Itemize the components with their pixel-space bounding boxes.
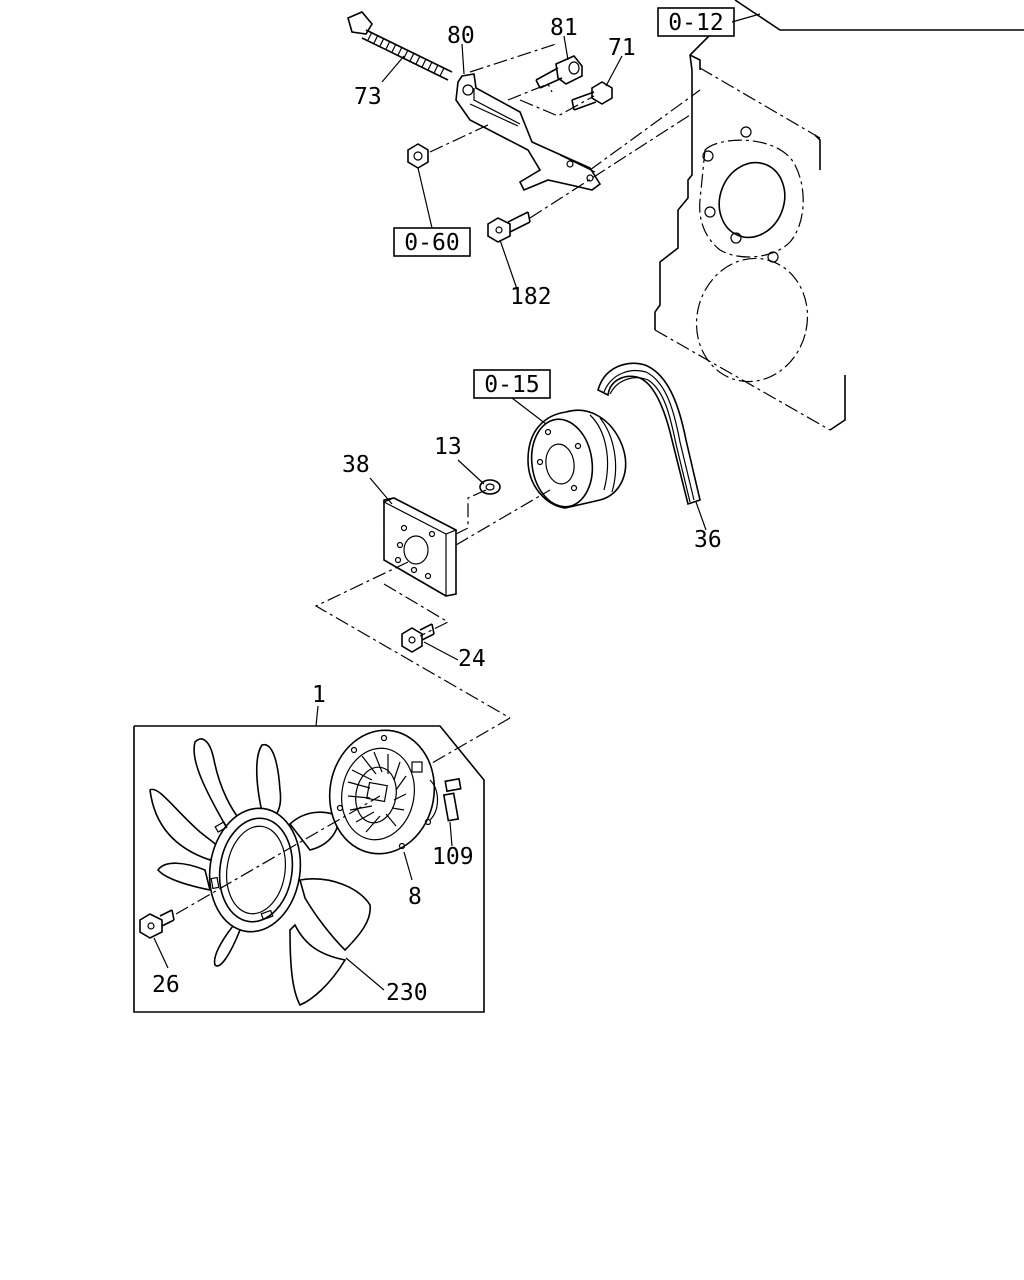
bolt-81 (535, 55, 583, 89)
callout-38: 38 (342, 452, 370, 478)
ref-label-0-60: 0-60 (404, 230, 459, 256)
pulley-0-15 (527, 409, 627, 509)
callout-13: 13 (434, 434, 462, 460)
callout-230: 230 (386, 980, 428, 1006)
callout-71: 71 (608, 35, 636, 61)
bolt-24 (401, 623, 435, 653)
callout-73: 73 (354, 84, 382, 110)
bolt-26 (139, 909, 175, 939)
stud-109 (442, 777, 462, 822)
pulley-assembly (314, 362, 701, 719)
v-belt-36 (597, 362, 701, 506)
fan-assembly-box (133, 717, 511, 1013)
callout-81: 81 (550, 15, 578, 41)
callout-8: 8 (408, 884, 422, 910)
fan-clutch-8 (328, 729, 439, 855)
callout-36: 36 (694, 527, 722, 553)
ref-box-0-12[interactable]: 0-12 (657, 7, 735, 37)
callout-24: 24 (458, 646, 486, 672)
ref-box-0-15[interactable]: 0-15 (473, 369, 551, 399)
callout-26: 26 (152, 972, 180, 998)
callout-109: 109 (432, 844, 474, 870)
nut-0-60 (407, 143, 429, 169)
callout-1: 1 (312, 682, 326, 708)
long-bolt-73 (347, 11, 453, 81)
callout-182: 182 (510, 284, 552, 310)
ref-label-0-15: 0-15 (484, 372, 539, 398)
callout-80: 80 (447, 23, 475, 49)
bolt-71 (571, 81, 613, 111)
clutch-fins (347, 751, 407, 833)
bracket-80 (455, 73, 602, 192)
spacer-plate-38 (382, 497, 458, 597)
bolt-182 (487, 211, 531, 243)
callout-labels: 80 81 71 73 182 13 38 36 24 1 109 8 26 2… (152, 15, 722, 1006)
fan-230 (149, 738, 371, 1007)
ref-label-0-12: 0-12 (668, 10, 723, 36)
bracket-assembly (347, 11, 701, 243)
engine-block-housing (654, 0, 1024, 431)
ref-box-0-60[interactable]: 0-60 (393, 227, 471, 257)
leader-lines (153, 13, 761, 991)
